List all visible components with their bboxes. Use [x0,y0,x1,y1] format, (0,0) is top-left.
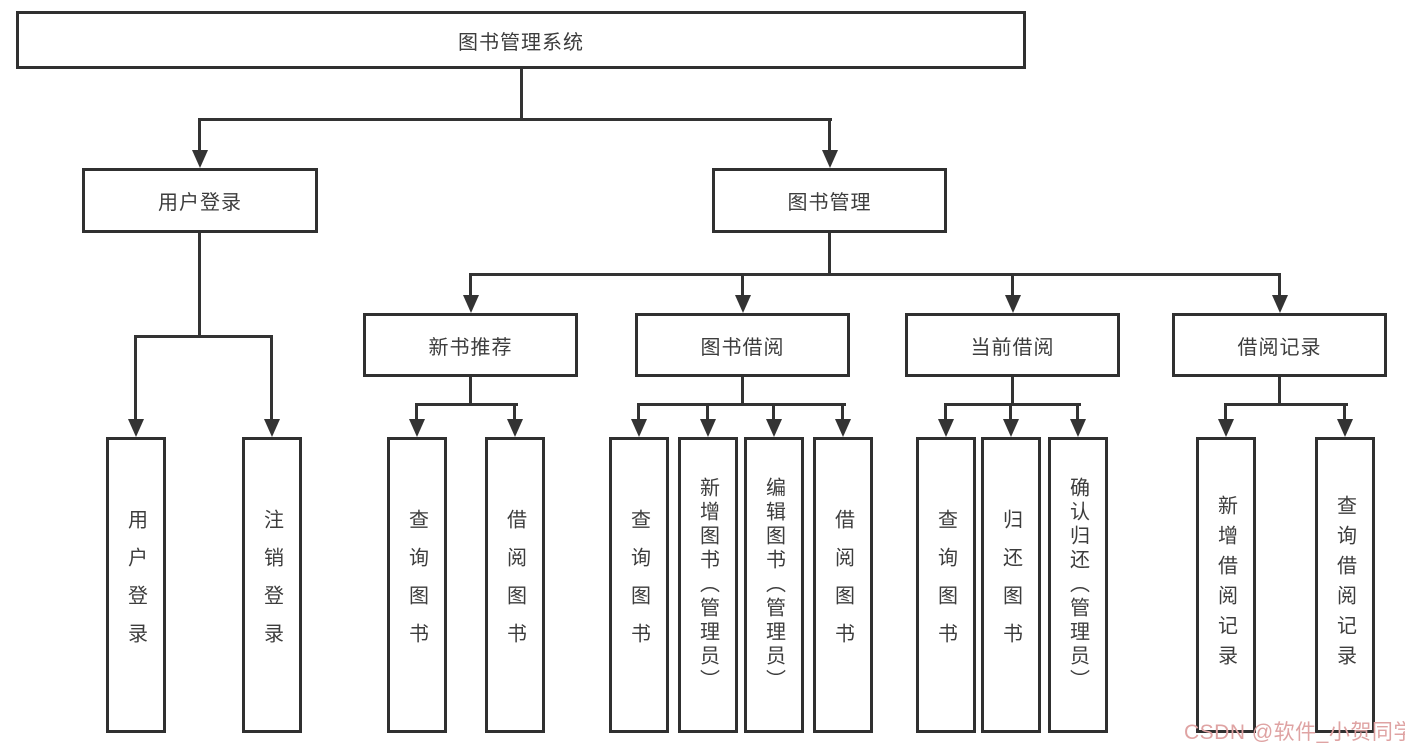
connector-records-drop [1278,377,1281,403]
node-book-management: 图书管理 [712,168,947,233]
arrow-to-borrow-records [1278,276,1281,295]
leaf-label: 查询图书 [934,509,957,661]
connector-bracket-records [1224,403,1348,406]
leaf-query-borrow-record: 查询借阅记录 [1315,437,1375,733]
node-label: 用户登录 [158,192,242,214]
connector-bookborrow-drop [741,377,744,403]
arrow-to-leaf-confirm-return [1076,406,1079,419]
connector-bracket-current [944,403,1081,406]
connector-bracket-level2 [198,118,832,121]
arrow-to-leaf-recommend-borrow [513,406,516,419]
arrow-to-new-book-recommend [469,276,472,295]
leaf-label: 新增图书（管理员） [696,477,719,693]
arrow-to-leaf-add-record [1224,406,1227,419]
leaf-user-login: 用户登录 [106,437,166,733]
node-label: 图书管理系统 [458,31,584,54]
connector-current-drop [1011,377,1014,403]
leaf-edit-books-admin: 编辑图书（管理员） [744,437,804,733]
node-label: 图书借阅 [700,336,785,359]
leaf-recommend-query-books: 查询图书 [387,437,447,733]
leaf-label: 注销登录 [260,509,283,661]
leaf-label: 用户登录 [124,509,147,661]
arrow-to-book-management [828,121,831,150]
arrow-to-leaf-user-login [134,338,137,419]
node-label: 新书推荐 [428,336,513,359]
arrow-to-user-login [198,121,201,150]
connector-bracket-level3 [469,273,1281,276]
arrow-to-leaf-edit-books [772,406,775,419]
node-borrow-records: 借阅记录 [1172,313,1387,377]
leaf-label: 编辑图书（管理员） [762,477,785,693]
connector-book-drop [828,233,831,273]
leaf-current-query-books: 查询图书 [916,437,976,733]
leaf-borrow-query-books: 查询图书 [609,437,669,733]
arrow-to-leaf-current-query [944,406,947,419]
arrow-to-book-borrow [741,276,744,295]
node-current-borrow: 当前借阅 [905,313,1120,377]
node-new-book-recommend: 新书推荐 [363,313,578,377]
arrow-to-leaf-query-record [1343,406,1346,419]
connector-bracket-bookborrow [637,403,846,406]
leaf-label: 查询图书 [405,509,428,661]
arrow-to-leaf-borrow-books [841,406,844,419]
leaf-add-borrow-record: 新增借阅记录 [1196,437,1256,733]
arrow-to-leaf-recommend-query [415,406,418,419]
arrow-to-leaf-add-books [706,406,709,419]
connector-bracket-user [134,335,273,338]
leaf-logout: 注销登录 [242,437,302,733]
node-label: 图书管理 [787,192,872,214]
arrow-to-current-borrow [1011,276,1014,295]
node-root-system: 图书管理系统 [16,11,1026,69]
node-label: 当前借阅 [970,336,1055,359]
node-book-borrow: 图书借阅 [635,313,850,377]
node-user-login: 用户登录 [82,168,318,233]
leaf-confirm-return-admin: 确认归还（管理员） [1048,437,1108,733]
leaf-recommend-borrow-books: 借阅图书 [485,437,545,733]
csdn-watermark: CSDN @软件_小贺同学 [1184,721,1405,744]
arrow-to-leaf-query-books [637,406,640,419]
leaf-label: 确认归还（管理员） [1066,477,1089,693]
leaf-label: 查询图书 [627,509,650,661]
arrow-to-leaf-logout [270,338,273,419]
connector-user-drop [198,233,201,335]
leaf-add-books-admin: 新增图书（管理员） [678,437,738,733]
connector-recommend-drop [469,377,472,403]
arrow-to-leaf-return-books [1009,406,1012,419]
leaf-label: 新增借阅记录 [1214,495,1237,675]
leaf-label: 借阅图书 [503,509,526,661]
leaf-label: 查询借阅记录 [1333,495,1356,675]
connector-root-drop [520,69,523,118]
leaf-borrow-books: 借阅图书 [813,437,873,733]
leaf-return-books: 归还图书 [981,437,1041,733]
leaf-label: 归还图书 [999,509,1022,661]
connector-bracket-recommend [415,403,518,406]
node-label: 借阅记录 [1237,336,1322,359]
leaf-label: 借阅图书 [831,509,854,661]
